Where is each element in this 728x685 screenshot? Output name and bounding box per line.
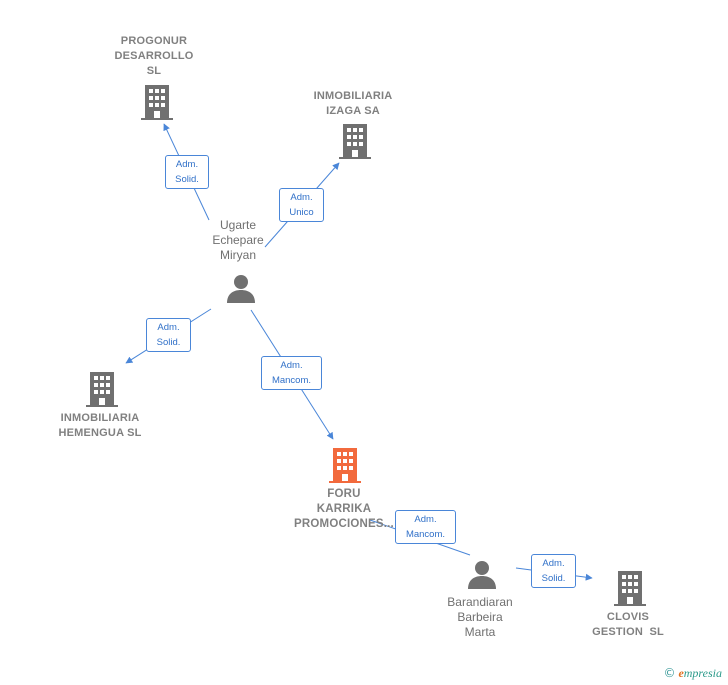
- brand-initial: e: [678, 666, 684, 680]
- edge-label-line: Adm.: [157, 322, 180, 333]
- edge-label-line: Adm.: [175, 159, 199, 170]
- label-line: Marta: [464, 625, 496, 639]
- label-line: GESTION SL: [592, 626, 664, 638]
- edge-label-progonur[interactable]: Adm. Solid.: [165, 155, 209, 189]
- edge-label-line: Solid.: [156, 337, 181, 348]
- label-line: PROMOCIONES...: [294, 518, 394, 530]
- person-icon[interactable]: [225, 274, 257, 304]
- label-line: INMOBILIARIA: [60, 412, 140, 424]
- label-line: INMOBILIARIA: [313, 90, 393, 102]
- person-label-barandiaran: Barandiaran Barbeira Marta: [430, 595, 530, 640]
- edge-label-hemengua[interactable]: Adm. Solid.: [146, 318, 191, 352]
- label-line: Ugarte: [219, 218, 257, 232]
- edge-label-line: Mancom.: [405, 529, 446, 540]
- label-line: SL: [146, 65, 162, 77]
- edge-label-line: Adm.: [542, 558, 565, 569]
- company-label-foru: FORU KARRIKA PROMOCIONES...: [284, 487, 404, 532]
- copyright-icon: ©: [663, 666, 676, 680]
- brand-name: mpresia: [683, 666, 722, 680]
- edge-label-line: Adm.: [280, 360, 303, 371]
- edge-label-izaga[interactable]: Adm. Unico: [279, 188, 324, 222]
- person-icon[interactable]: [466, 560, 498, 590]
- person-label-ugarte: Ugarte Echepare Miryan: [188, 218, 288, 263]
- edge-label-line: Solid.: [541, 573, 566, 584]
- building-icon[interactable]: [86, 371, 118, 407]
- edge-label-line: Adm.: [414, 514, 437, 525]
- edge-label-barandiaran-foru[interactable]: Adm. Mancom.: [395, 510, 456, 544]
- building-icon[interactable]: [614, 570, 646, 606]
- label-line: Echepare: [212, 233, 264, 247]
- company-label-progonur: PROGONUR DESARROLLO SL: [104, 34, 204, 79]
- label-line: Miryan: [219, 248, 256, 262]
- company-label-hemengua: INMOBILIARIA HEMENGUA SL: [50, 411, 150, 441]
- label-line: CLOVIS: [606, 611, 650, 623]
- label-line: PROGONUR: [120, 35, 188, 47]
- edge-label-clovis[interactable]: Adm. Solid.: [531, 554, 576, 588]
- label-line: FORU: [327, 488, 361, 500]
- building-icon[interactable]: [339, 123, 371, 159]
- edge-label-line: Solid.: [175, 174, 199, 185]
- edge-label-foru[interactable]: Adm. Mancom.: [261, 356, 322, 390]
- label-line: KARRIKA: [316, 503, 372, 515]
- edge-label-line: Mancom.: [271, 375, 312, 386]
- edge-label-line: Adm.: [290, 192, 313, 203]
- edge-label-line: Unico: [289, 207, 314, 218]
- label-line: HEMENGUA SL: [58, 427, 142, 439]
- building-icon[interactable]: [329, 447, 361, 483]
- label-line: Barandiaran: [447, 595, 513, 609]
- company-label-clovis: CLOVIS GESTION SL: [578, 610, 678, 640]
- label-line: IZAGA SA: [326, 105, 380, 117]
- company-label-izaga: INMOBILIARIA IZAGA SA: [303, 89, 403, 119]
- label-line: DESARROLLO: [114, 50, 194, 62]
- label-line: Barbeira: [457, 610, 503, 624]
- brand-footer: ©empresia: [663, 666, 722, 681]
- building-icon[interactable]: [141, 84, 173, 120]
